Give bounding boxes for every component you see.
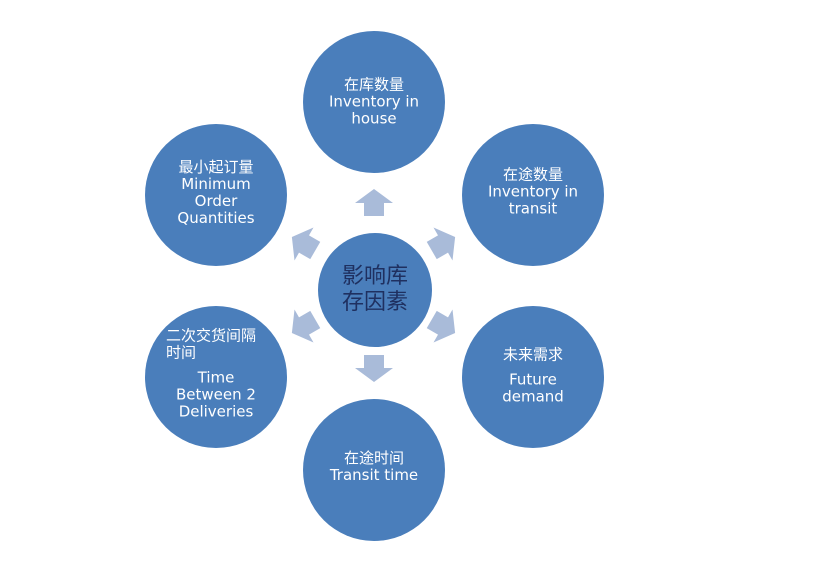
arrow-down-icon — [355, 355, 393, 382]
arrow-up-icon — [355, 189, 393, 216]
node-label-minimum-order: 最小起订量 Minimum Order Quantities — [151, 159, 281, 227]
node-circle-inventory-in-transit — [462, 124, 604, 266]
node-cn: 最小起订量 — [178, 158, 254, 176]
node-cn: 二次交货间隔时间 — [166, 326, 257, 362]
node-en: Inventory in transit — [487, 182, 579, 218]
center-circle — [318, 233, 432, 347]
node-circle-inventory-in-house — [303, 31, 445, 173]
node-label-time-between-deliveries: 二次交货间隔时间 Time Between 2 Deliveries — [151, 326, 281, 421]
arrow-upper-left-icon — [291, 227, 321, 261]
arrow-lower-left-icon — [291, 309, 321, 343]
node-en: Inventory in house — [328, 92, 420, 128]
node-en: Minimum Order Quantities — [177, 175, 255, 227]
node-label-inventory-in-house: 在库数量 Inventory in house — [309, 75, 439, 128]
center-label-line2: 存因素 — [341, 290, 408, 315]
node-en: Future demand — [502, 370, 564, 406]
center-label-line1: 影响库 — [341, 264, 408, 289]
node-label-inventory-in-transit: 在途数量 Inventory in transit — [468, 165, 598, 218]
node-cn: 在途时间 — [343, 449, 404, 467]
node-cn: 在途数量 — [502, 165, 563, 184]
node-cn: 在库数量 — [343, 75, 404, 94]
arrow-lower-right-icon — [426, 309, 456, 343]
node-circle-transit-time — [303, 399, 445, 541]
node-circle-future-demand — [462, 306, 604, 448]
node-en: Time Between 2 Deliveries — [176, 368, 256, 421]
center-label: 影响库 存因素 — [320, 264, 430, 316]
node-en: Transit time — [329, 466, 419, 484]
node-label-transit-time: 在途时间 Transit time — [309, 450, 439, 484]
arrow-upper-right-icon — [426, 227, 456, 261]
node-circle-minimum-order — [145, 124, 287, 266]
node-circle-time-between-deliveries — [145, 306, 287, 448]
node-label-future-demand: 未来需求 Future demand — [468, 345, 598, 406]
node-cn: 未来需求 — [502, 345, 563, 364]
